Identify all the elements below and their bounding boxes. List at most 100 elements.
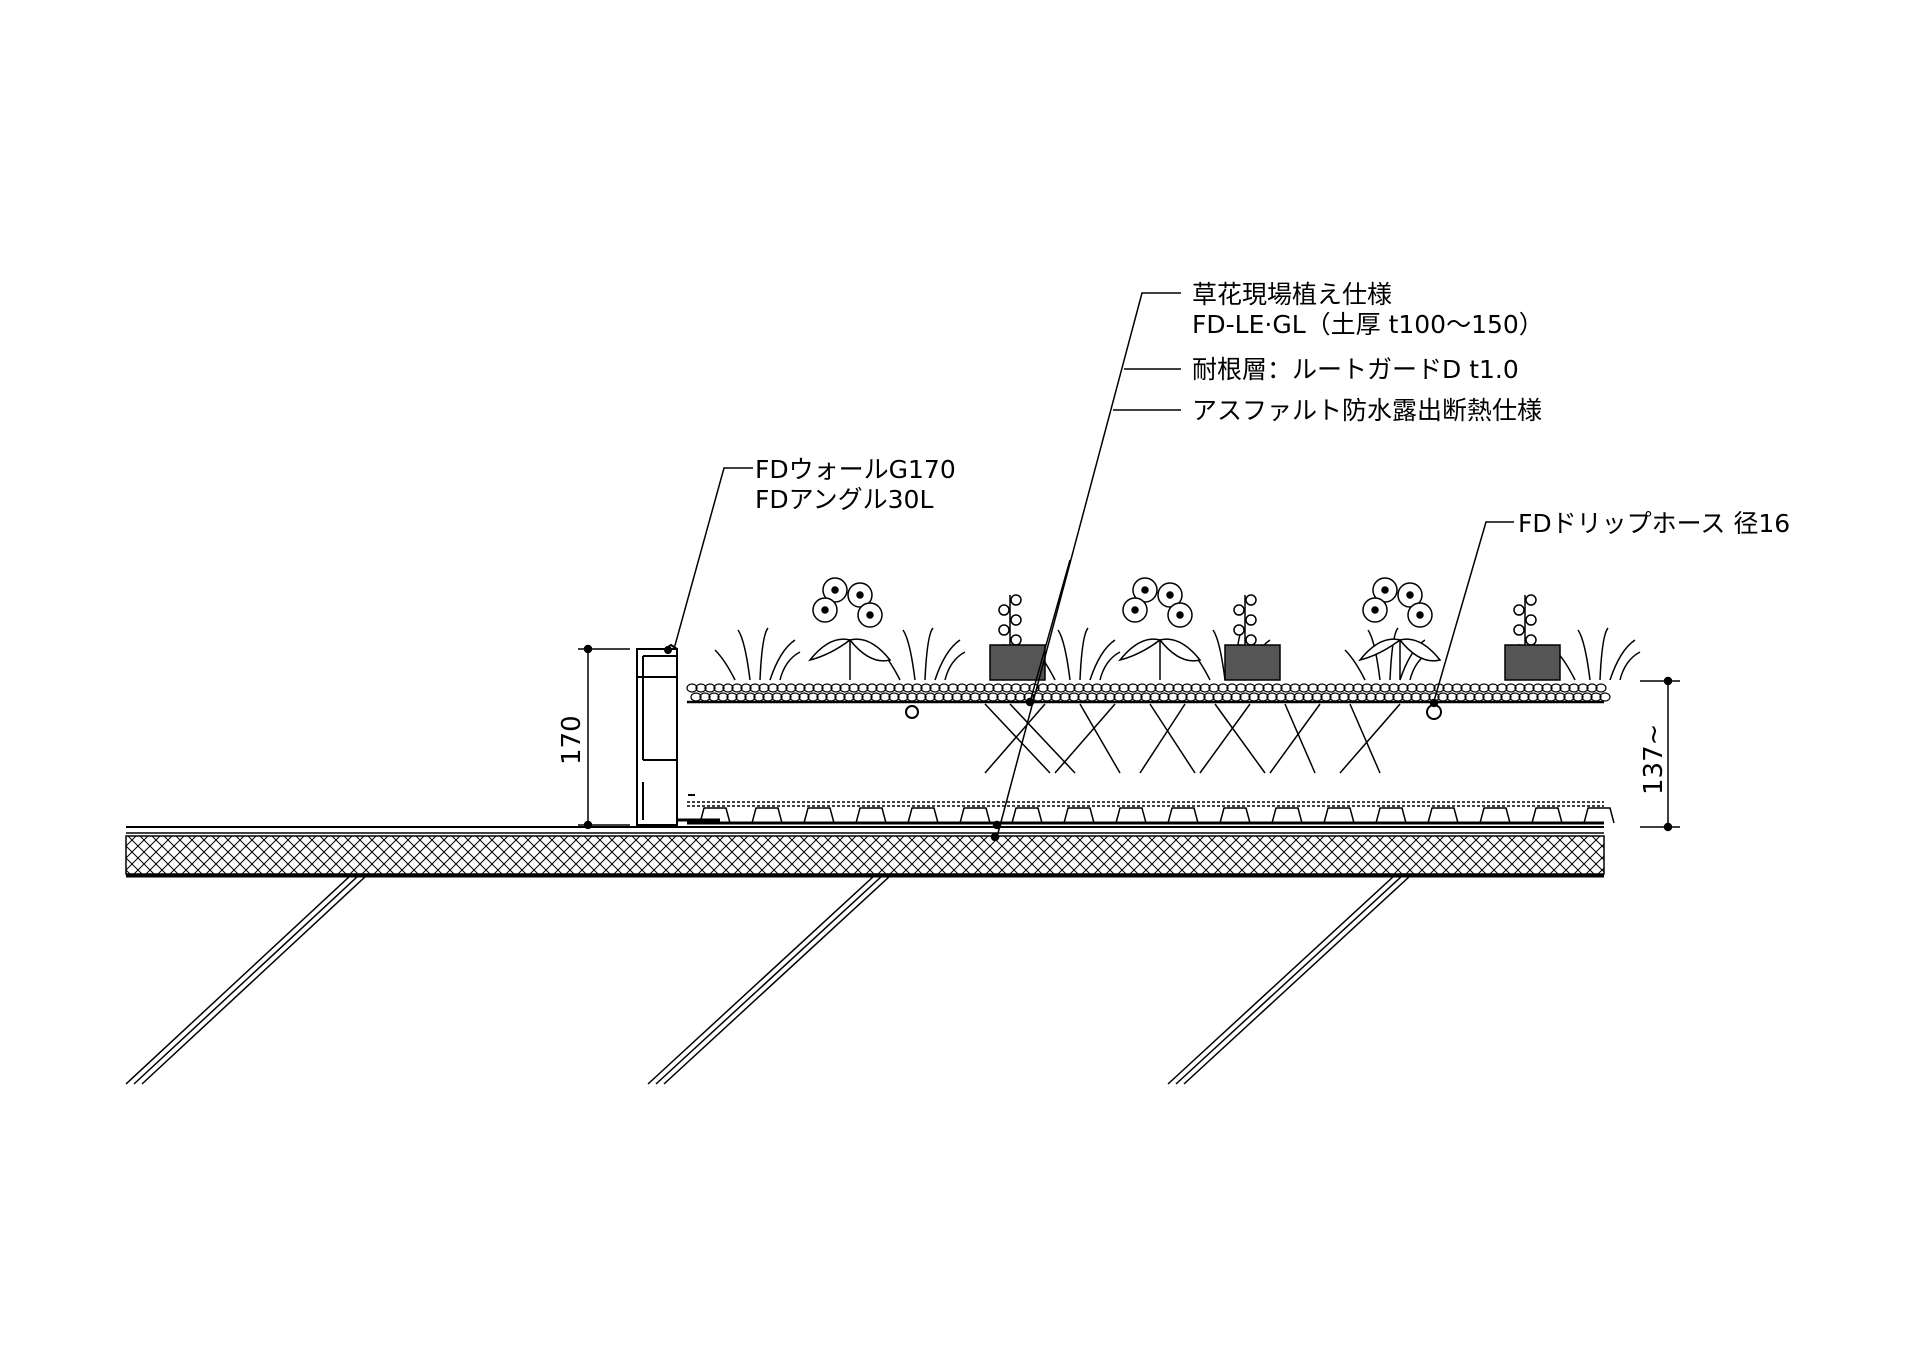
drainage-cup: [1011, 807, 1043, 824]
gravel-stone: [1055, 683, 1067, 693]
gravel-stone: [1028, 683, 1040, 693]
gravel-stone: [1127, 683, 1139, 693]
gravel-stone: [1473, 692, 1485, 702]
spike-flower-plant: [1504, 594, 1561, 681]
gravel-stone: [897, 692, 909, 702]
gravel-stone: [1118, 683, 1130, 693]
gravel-stone: [744, 692, 756, 702]
flower-center: [831, 586, 839, 594]
gravel-stone: [1316, 683, 1328, 693]
gravel-stone: [1482, 692, 1494, 702]
gravel-stone: [1563, 692, 1575, 702]
gravel-stone: [735, 692, 747, 702]
gravel-stone: [1100, 683, 1112, 693]
gravel-stone: [1415, 683, 1427, 693]
gravel-stone: [1172, 683, 1184, 693]
gravel-stone: [870, 692, 882, 702]
drainage-cup: [1375, 807, 1407, 824]
gravel-stone: [1199, 683, 1211, 693]
flower-center: [1131, 606, 1139, 614]
flower-center: [856, 591, 864, 599]
fd-wall: [636, 643, 720, 826]
gravel-stone: [1536, 692, 1548, 702]
drainage-cup: [803, 807, 835, 824]
gravel-stone: [960, 692, 972, 702]
gravel-stone: [767, 683, 779, 693]
gravel-stone: [992, 683, 1004, 693]
gravel-stone: [1194, 692, 1206, 702]
gravel-stone: [974, 683, 986, 693]
gravel-stone: [789, 692, 801, 702]
gravel-stone: [1050, 692, 1062, 702]
gravel-stone: [875, 683, 887, 693]
dimension-system-height: [1640, 676, 1680, 832]
gravel-stone: [1226, 683, 1238, 693]
gravel-stone: [807, 692, 819, 702]
gravel-stone: [879, 692, 891, 702]
gravel-stone: [1163, 683, 1175, 693]
flower-center: [821, 606, 829, 614]
gravel-stone: [1392, 692, 1404, 702]
dimension-wall-height: [578, 644, 630, 830]
label-drip-hose: FDドリップホース 径16: [1518, 509, 1790, 538]
gravel-stone: [911, 683, 923, 693]
drainage-board: [687, 801, 1615, 825]
dimension-label-137: 137~: [1639, 724, 1669, 795]
gravel-stone: [699, 692, 711, 702]
gravel-stone: [965, 683, 977, 693]
gravel-stone: [996, 692, 1008, 702]
gravel-stone: [1185, 692, 1197, 702]
label-wall: FDウォールG170: [755, 455, 956, 484]
gravel-stone: [938, 683, 950, 693]
flower-center: [1381, 586, 1389, 594]
grass-plant: [714, 627, 801, 681]
gravel-stone: [731, 683, 743, 693]
soil-gravel-layer: [686, 683, 1611, 704]
gravel-stone: [830, 683, 842, 693]
gravel-stone: [902, 683, 914, 693]
drainage-cup: [1115, 807, 1147, 824]
gravel-stone: [1221, 692, 1233, 702]
flower-plant: [1118, 577, 1202, 680]
flower-plant: [1358, 577, 1442, 680]
grass-plant: [1554, 627, 1641, 681]
gravel-stone: [1064, 683, 1076, 693]
label-planting-spec: 草花現場植え仕様: [1192, 280, 1392, 309]
gravel-stone: [1262, 683, 1274, 693]
foliage-mass: [989, 644, 1046, 681]
foliage-mass: [1224, 644, 1281, 681]
gravel-stone: [1037, 683, 1049, 693]
gravel-stone: [1379, 683, 1391, 693]
gravel-stone: [771, 692, 783, 702]
gravel-stone: [713, 683, 725, 693]
drainage-cup: [1167, 807, 1199, 824]
gravel-stone: [1082, 683, 1094, 693]
spike-bud: [1010, 614, 1022, 626]
gravel-stone: [1311, 692, 1323, 702]
gravel-stone: [1451, 683, 1463, 693]
gravel-stone: [1244, 683, 1256, 693]
gravel-stone: [1280, 683, 1292, 693]
gravel-stone: [762, 692, 774, 702]
gravel-stone: [776, 683, 788, 693]
gravel-stone: [1410, 692, 1422, 702]
flower-center: [1406, 591, 1414, 599]
gravel-stone: [1109, 683, 1121, 693]
root-pattern: [984, 703, 1401, 774]
spike-bud: [1233, 604, 1245, 616]
gravel-stone: [1559, 683, 1571, 693]
gravel-stone: [1469, 683, 1481, 693]
gravel-stone: [1235, 683, 1247, 693]
label-root-barrier: 耐根層：ルートガードD t1.0: [1192, 355, 1519, 384]
gravel-stone: [857, 683, 869, 693]
spike-bud: [1233, 624, 1245, 636]
gravel-stone: [1068, 692, 1080, 702]
flower-plant: [808, 577, 892, 680]
gravel-stone: [1271, 683, 1283, 693]
gravel-stone: [983, 683, 995, 693]
gravel-stone: [1145, 683, 1157, 693]
gravel-stone: [704, 683, 716, 693]
gravel-stone: [753, 692, 765, 702]
gravel-stone: [1545, 692, 1557, 702]
